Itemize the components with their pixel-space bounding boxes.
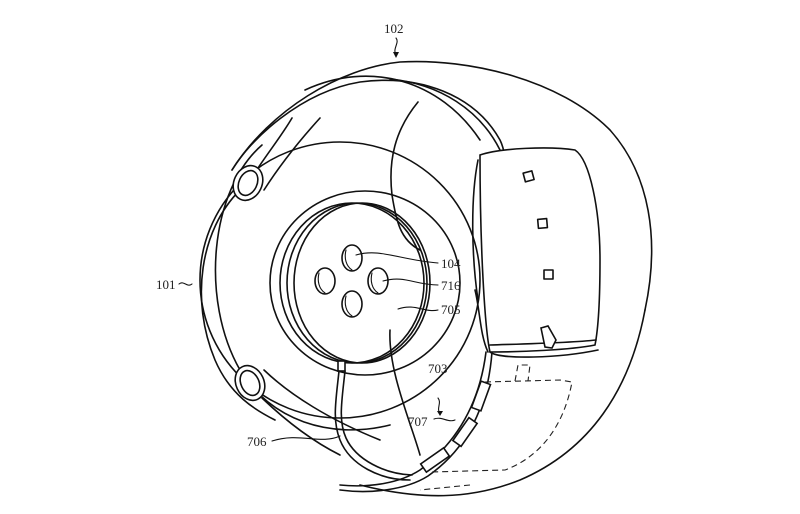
ref-label-703: 703 bbox=[428, 361, 448, 376]
ref-label-706: 706 bbox=[247, 434, 267, 449]
band-hole-1 bbox=[522, 170, 535, 183]
sensor-window-top bbox=[341, 244, 363, 272]
conductor-segment-1 bbox=[470, 380, 492, 412]
lug-top bbox=[232, 164, 264, 202]
band-hole-3 bbox=[543, 269, 554, 280]
ref-label-705: 705 bbox=[441, 302, 461, 317]
ref-label-104: 104 bbox=[441, 256, 461, 271]
ref-label-716: 716 bbox=[441, 278, 461, 293]
buckle-tongue bbox=[540, 325, 557, 349]
cable-connector bbox=[337, 360, 346, 372]
sensor-window-right bbox=[367, 267, 389, 295]
band-hole-2 bbox=[536, 217, 549, 230]
hidden-structure bbox=[419, 364, 573, 491]
sensor-window-bottom bbox=[341, 290, 363, 318]
cable bbox=[334, 360, 413, 481]
sensor-windows bbox=[314, 244, 389, 318]
ref-label-707: 707 bbox=[408, 414, 428, 429]
watch-body bbox=[199, 75, 481, 456]
leader-lines bbox=[178, 37, 456, 442]
sensor-window-left bbox=[314, 267, 336, 295]
band-buckle bbox=[471, 147, 601, 358]
sensor-housing bbox=[269, 190, 461, 376]
conductor-segment-2 bbox=[451, 416, 479, 448]
band-conductor bbox=[339, 329, 493, 493]
lug-bottom bbox=[234, 364, 266, 402]
ref-label-102: 102 bbox=[384, 21, 404, 36]
ref-label-101: 101 bbox=[156, 277, 176, 292]
conductor-segment-3 bbox=[419, 446, 451, 474]
